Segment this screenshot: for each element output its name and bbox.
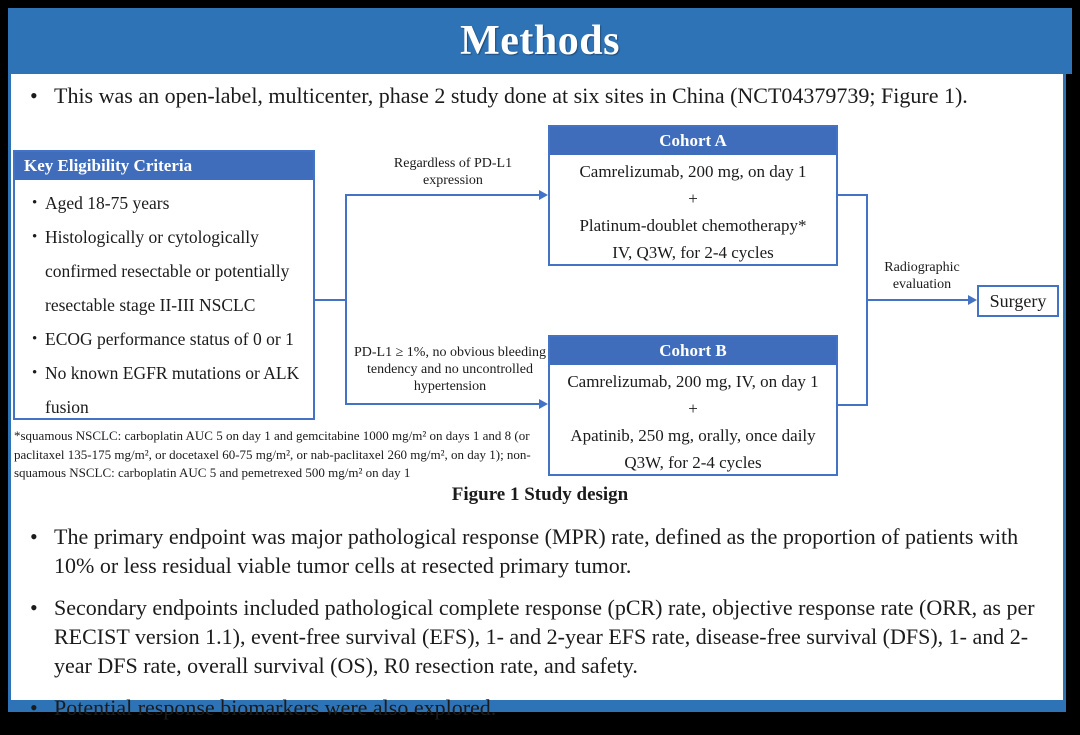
arrowhead-icon (539, 399, 548, 409)
arrow-to-cohort-b (345, 403, 541, 405)
cohort-a-body: Camrelizumab, 200 mg, on day 1 + Platinu… (550, 155, 836, 266)
bullet-text: Secondary endpoints included pathologica… (54, 595, 1035, 678)
title-band: Methods (8, 8, 1072, 74)
connector-line (837, 194, 868, 196)
bullet-secondary-endpoints: • Secondary endpoints included pathologi… (30, 593, 1050, 680)
branch-b-condition-label: PD-L1 ≥ 1%, no obvious bleeding tendency… (354, 345, 547, 394)
intro-bullet-text: This was an open-label, multicenter, pha… (54, 83, 968, 108)
cohort-b-line: Apatinib, 250 mg, orally, once daily (570, 426, 816, 445)
cohort-b-body: Camrelizumab, 200 mg, IV, on day 1 + Apa… (550, 365, 836, 476)
cohort-b-header: Cohort B (550, 337, 836, 365)
bullet-text: The primary endpoint was major pathologi… (54, 524, 1019, 578)
bottom-bullets: • The primary endpoint was major patholo… (30, 522, 1050, 735)
figure-caption: Figure 1 Study design (451, 484, 629, 505)
arrowhead-icon (968, 295, 977, 305)
bullet-dot: • (30, 595, 38, 620)
surgery-box: Surgery (977, 285, 1059, 317)
bullet-biomarkers: • Potential response biomarkers were als… (30, 693, 1050, 722)
bullet-dot: • (30, 695, 38, 720)
cohort-a-header: Cohort A (550, 127, 836, 155)
bullet-dot: • (30, 524, 38, 549)
surgery-label: Surgery (989, 290, 1047, 311)
radiographic-evaluation-label: Radiographic evaluation (884, 260, 960, 292)
connector-line (315, 299, 346, 301)
eligibility-item: Histologically or cytologically confirme… (32, 220, 305, 322)
cohort-a-line: Camrelizumab, 200 mg, on day 1 (579, 162, 807, 181)
slide-title: Methods (460, 18, 620, 64)
bullet-dot: • (30, 83, 38, 108)
cohort-a-box: Cohort A Camrelizumab, 200 mg, on day 1 … (548, 125, 838, 266)
bullet-text: Potential response biomarkers were also … (54, 695, 497, 720)
cohort-b-line: Q3W, for 2-4 cycles (624, 453, 762, 472)
arrow-to-cohort-a (345, 194, 541, 196)
bullet-primary-endpoint: • The primary endpoint was major patholo… (30, 522, 1050, 580)
figure-footnote: *squamous NSCLC: carboplatin AUC 5 on da… (14, 428, 531, 480)
cohort-b-line: Camrelizumab, 200 mg, IV, on day 1 (567, 372, 819, 391)
intro-bullet: • This was an open-label, multicenter, p… (30, 81, 1050, 110)
eligibility-header: Key Eligibility Criteria (15, 152, 313, 180)
eligibility-box: Key Eligibility Criteria Aged 18-75 year… (13, 150, 315, 420)
eligibility-item: No known EGFR mutations or ALK fusion (32, 356, 305, 424)
arrowhead-icon (539, 190, 548, 200)
cohort-a-line: IV, Q3W, for 2-4 cycles (612, 243, 774, 262)
cohort-a-line: + (688, 189, 698, 208)
eligibility-list: Aged 18-75 years Histologically or cytol… (15, 186, 313, 424)
connector-line (345, 194, 347, 405)
connector-line (837, 404, 868, 406)
arrow-to-surgery (866, 299, 969, 301)
branch-a-condition-label: Regardless of PD-L1 expression (393, 156, 513, 188)
eligibility-item: Aged 18-75 years (32, 186, 305, 220)
cohort-a-line: Platinum-doublet chemotherapy* (579, 216, 807, 235)
eligibility-item: ECOG performance status of 0 or 1 (32, 322, 305, 356)
cohort-b-box: Cohort B Camrelizumab, 200 mg, IV, on da… (548, 335, 838, 476)
cohort-b-line: + (688, 399, 698, 418)
